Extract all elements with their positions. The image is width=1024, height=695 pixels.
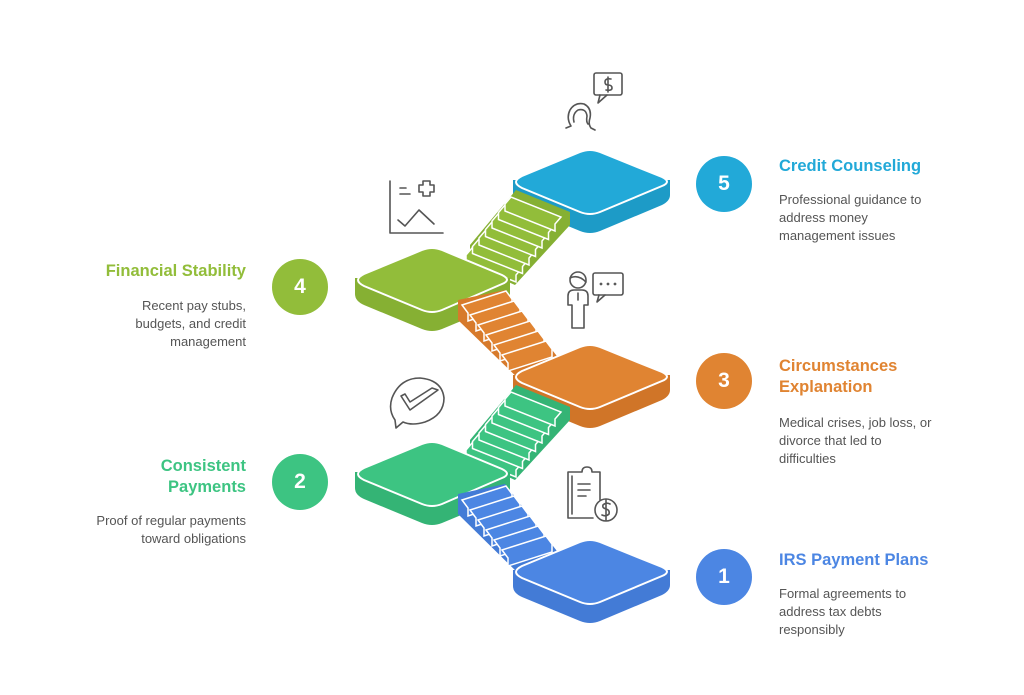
step-4-desc-line: management [170, 334, 246, 349]
stair-4-to-5 [465, 190, 570, 285]
step-3-description: Medical crises, job loss, or divorce tha… [779, 414, 979, 468]
clipboard-dollar-icon [567, 466, 618, 522]
step-2-title-line: Consistent [160, 457, 246, 475]
step-1-desc-line: Formal agreements to [779, 586, 907, 601]
platform-2-top [357, 441, 508, 507]
platform-2 [355, 441, 510, 525]
step-1-description: Formal agreements to address tax debts r… [779, 585, 969, 639]
step-4-description: Recent pay stubs, budgets, and credit ma… [50, 297, 246, 351]
step-3-desc-line: difficulties [779, 451, 836, 466]
step-1-desc-line: address tax debts [779, 604, 882, 619]
step-2-desc-line: Proof of regular payments [96, 513, 246, 528]
stair-tread [500, 535, 553, 568]
step-3-desc-line: divorce that led to [779, 433, 882, 448]
counselor-dollar-icon [565, 72, 623, 131]
platform-4-top [357, 247, 508, 313]
platform-5 [513, 149, 670, 233]
step-2-description: Proof of regular payments toward obligat… [50, 512, 246, 548]
step-3-title-line: Explanation [779, 378, 873, 396]
stair-2-to-3 [465, 385, 570, 480]
step-4-desc-line: Recent pay stubs, [141, 298, 246, 313]
stair-tread [504, 391, 563, 428]
step-2-title-line: Payments [168, 478, 246, 496]
chat-check-icon [389, 377, 445, 429]
platform-5-top [515, 149, 668, 215]
platform-1-top [515, 539, 668, 605]
step-5-desc-line: management issues [779, 228, 896, 243]
step-4-title: Financial Stability [105, 262, 246, 280]
step-2-desc-line: toward obligations [141, 531, 246, 546]
step-3-title-line: Circumstances [779, 357, 898, 375]
step-5-desc-line: address money [779, 210, 868, 225]
step-1-title: IRS Payment Plans [779, 551, 929, 569]
step-4-desc-line: budgets, and credit [135, 316, 246, 331]
step-2-title: Consistent Payments [50, 456, 246, 498]
chart-plus-icon [389, 180, 444, 234]
step-3-badge: 3 [696, 353, 752, 409]
stair-1-to-2 [458, 484, 560, 580]
stair-tread [504, 196, 563, 233]
person-speech-icon [567, 271, 624, 329]
platform-1 [513, 539, 670, 623]
step-5-badge: 5 [696, 156, 752, 212]
step-2-badge: 2 [272, 454, 328, 510]
stair-tread [500, 340, 553, 373]
platform-3 [513, 344, 670, 428]
stair-3-to-4 [458, 290, 560, 385]
step-5-desc-line: Professional guidance to [779, 192, 922, 207]
step-1-desc-line: responsibly [779, 622, 845, 637]
platform-4 [355, 247, 510, 331]
step-3-title: Circumstances Explanation [779, 356, 897, 398]
step-1-badge: 1 [696, 549, 752, 605]
platform-3-top [515, 344, 668, 410]
step-3-desc-line: Medical crises, job loss, or [779, 415, 932, 430]
step-5-title: Credit Counseling [779, 157, 922, 175]
step-5-description: Professional guidance to address money m… [779, 191, 969, 245]
step-4-badge: 4 [272, 259, 328, 315]
